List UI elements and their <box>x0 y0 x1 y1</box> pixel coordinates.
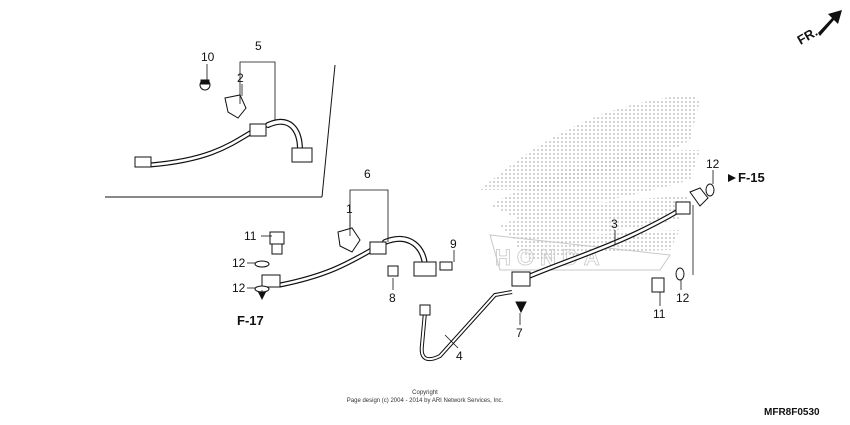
inset-frame <box>105 64 336 198</box>
bolt-9 <box>439 261 453 271</box>
callout-12-left-upper: 12 <box>232 256 246 270</box>
bolt-8 <box>387 265 399 277</box>
hose-3 <box>511 187 709 287</box>
reference-f17: F-17 <box>237 313 264 328</box>
callout-12-right-upper: 12 <box>706 157 720 171</box>
bolt-10 <box>199 79 211 91</box>
bolt-11-left <box>269 231 285 255</box>
callout-5: 5 <box>255 39 262 53</box>
bolt-11-right <box>651 277 665 293</box>
copyright-line-1: Copyright <box>412 390 438 396</box>
front-direction-label: FR. <box>794 24 820 47</box>
callout-3: 3 <box>611 217 618 231</box>
callout-4: 4 <box>456 349 463 363</box>
callout-11-left: 11 <box>244 229 257 243</box>
callout-1: 1 <box>346 202 353 216</box>
callout-12-left-lower: 12 <box>232 281 246 295</box>
copyright-line-2: Page design (c) 2004 - 2014 by ARI Netwo… <box>347 398 504 404</box>
diagram-code: MFR8F0530 <box>764 407 820 418</box>
washers-12-right <box>675 183 715 281</box>
hose-6 <box>261 227 437 288</box>
brake-pipe-4 <box>419 290 513 362</box>
hose-5 <box>134 94 313 168</box>
callout-9: 9 <box>450 237 457 251</box>
callout-2: 2 <box>237 71 244 85</box>
callout-12-right-lower: 12 <box>676 291 690 305</box>
reference-f15: F-15 <box>738 170 765 185</box>
callout-8: 8 <box>389 291 396 305</box>
reference-arrow-f17 <box>258 290 266 300</box>
front-direction-arrow-icon <box>818 10 842 36</box>
callout-7: 7 <box>516 326 523 340</box>
callout-10: 10 <box>201 50 215 64</box>
leader-lines <box>206 61 714 349</box>
reference-arrow-f15 <box>728 174 736 182</box>
callout-11-right: 11 <box>653 307 666 321</box>
callout-6: 6 <box>364 167 371 181</box>
bolt-7 <box>515 301 527 314</box>
honda-wing-watermark: HONDA <box>480 95 700 271</box>
